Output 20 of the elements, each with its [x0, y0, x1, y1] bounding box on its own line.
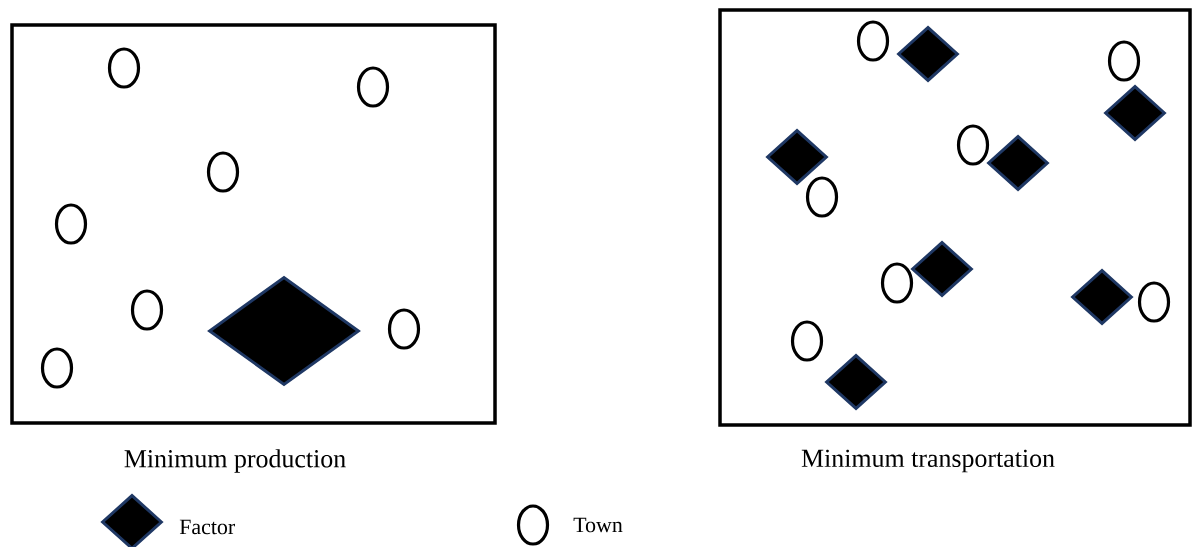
- town-circle: [880, 262, 914, 304]
- town-circle: [356, 66, 390, 108]
- town-circle: [805, 176, 839, 218]
- town-circle: [387, 308, 421, 350]
- town-circle: [206, 151, 240, 193]
- town-circle: [1137, 281, 1171, 323]
- town-circle: [40, 347, 74, 389]
- town-circle: [1107, 40, 1141, 82]
- town-circle: [107, 47, 141, 89]
- panel-box: [10, 23, 497, 425]
- panel-caption: Minimum transportation: [801, 449, 1055, 473]
- town-circle: [790, 320, 824, 362]
- town-circle: [54, 203, 88, 245]
- town-circle: [130, 289, 164, 331]
- panel-caption: Minimum production: [124, 449, 346, 473]
- legend-label: Town: [573, 517, 623, 533]
- town-circle: [856, 20, 890, 62]
- town-circle: [956, 124, 990, 166]
- panel-box: [718, 8, 1192, 427]
- legend-label: Factor: [179, 519, 235, 535]
